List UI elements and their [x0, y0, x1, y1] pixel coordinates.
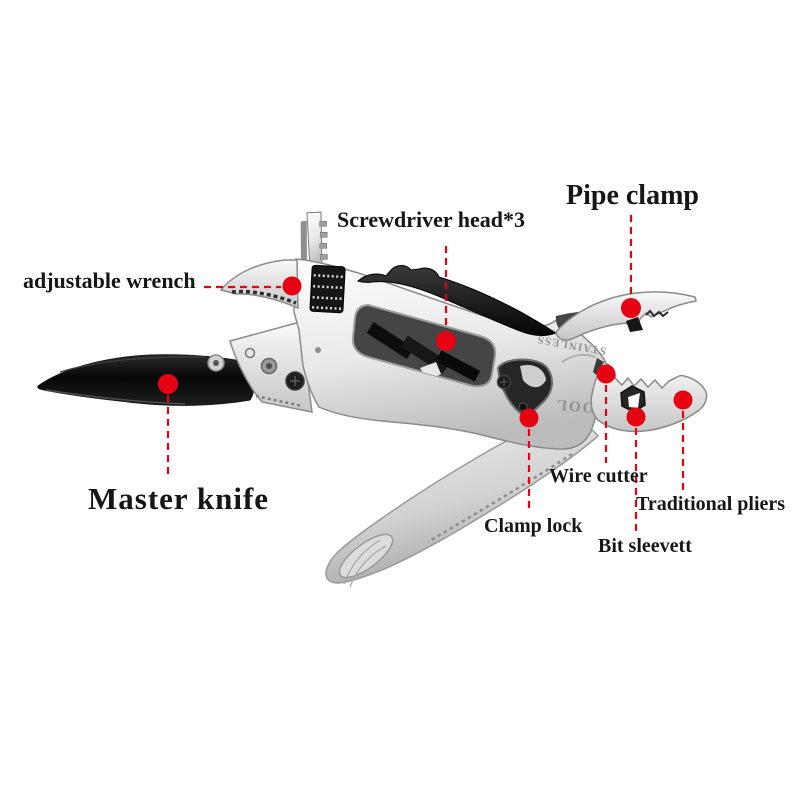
thumb-stud-center	[213, 360, 219, 366]
stored-bit	[435, 350, 481, 382]
annotation-markers	[166, 215, 685, 532]
clamp-lock-mechanism	[496, 358, 554, 417]
label-traditional-pliers: Traditional pliers	[636, 493, 786, 515]
lower-handle	[325, 418, 600, 588]
bolster-file-serration	[255, 394, 303, 408]
annotation-dots	[158, 276, 693, 428]
bit-tooth	[319, 231, 328, 238]
wrench-beak-serration	[231, 289, 297, 305]
worm-screw	[309, 264, 346, 314]
label-pipe-clamp: Pipe clamp	[566, 180, 699, 211]
plier-jaw-body	[590, 361, 708, 433]
label-screwdriver-heads: Screwdriver head*3	[337, 207, 525, 232]
pipe-clamp-teeth	[645, 309, 669, 318]
stored-bit	[400, 335, 450, 374]
bit-tooth	[319, 220, 327, 227]
blade-edge-highlight	[45, 389, 186, 405]
stored-bit	[366, 322, 414, 360]
annotation-dot-pipe-clamp	[621, 298, 641, 318]
handle-serration	[427, 452, 573, 544]
label-wire-cutter: Wire cutter	[549, 465, 648, 487]
bit-window	[351, 303, 497, 388]
pipe-clamp-notch	[626, 317, 643, 332]
label-adjustable-wrench: adjustable wrench	[23, 268, 196, 293]
label-master-knife: Master knife	[88, 481, 270, 516]
annotation-dot-adjustable-wrench	[282, 276, 302, 296]
bit-tooth	[319, 242, 328, 249]
annotation-dot-traditional-pliers	[673, 390, 693, 410]
annotation-dot-bit-sleeve	[626, 407, 646, 427]
clamp-lock-screw-cross	[500, 378, 508, 386]
master-knife-blade	[37, 354, 256, 406]
knife-bolster	[229, 321, 313, 413]
bit-tooth	[320, 253, 328, 260]
bit-shaft-back	[300, 220, 308, 268]
worm-screw-knurling	[312, 274, 343, 311]
annotation-dot-wire-cutter	[596, 364, 616, 384]
label-bit-sleeve: Bit sleevett	[598, 535, 692, 557]
handle-file-lines	[343, 539, 387, 588]
worm-screw-block	[309, 264, 346, 314]
clamp-lock-highlight	[520, 364, 546, 388]
plier-jaw	[590, 361, 708, 433]
screwdriver-bit	[300, 211, 328, 270]
body-crescent-mark	[561, 353, 596, 363]
blade-spine-highlight	[59, 356, 206, 373]
pivot-washer-center	[266, 363, 272, 369]
hex-sleeve-highlight	[628, 393, 640, 408]
body-small-hole	[315, 347, 321, 353]
grip-inlay	[357, 265, 558, 336]
annotation-dot-screwdriver	[436, 331, 456, 351]
label-clamp-lock: Clamp lock	[484, 515, 583, 537]
bolster-hole	[244, 347, 256, 359]
annotation-dot-master-knife	[158, 374, 178, 394]
annotation-dot-clamp-lock	[519, 408, 539, 428]
pivot-screw-cross	[290, 376, 300, 386]
